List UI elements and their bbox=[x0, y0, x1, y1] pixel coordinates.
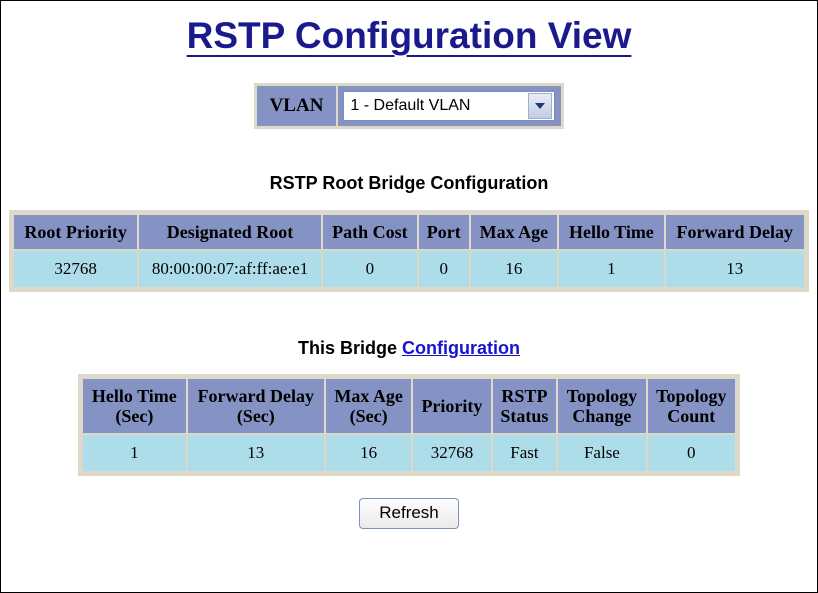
header-line-1: Hello Time bbox=[91, 386, 177, 407]
column-header-hello-time-sec: Hello Time (Sec) bbox=[83, 379, 186, 434]
header-line-2: (Sec) bbox=[115, 406, 154, 427]
header-line-1: Forward Delay bbox=[197, 386, 315, 407]
root-bridge-table: Root Priority Designated Root Path Cost … bbox=[12, 213, 806, 290]
header-line-1: Topology bbox=[656, 386, 727, 407]
header-line-2: Change bbox=[572, 406, 632, 427]
table-row: 1 13 16 32768 Fast False 0 bbox=[83, 435, 735, 472]
header-line-2: (Sec) bbox=[236, 406, 275, 427]
cell-forward-delay: 13 bbox=[187, 435, 324, 472]
column-header-priority: Priority bbox=[413, 379, 491, 434]
cell-forward-delay: 13 bbox=[665, 251, 804, 288]
table-header-row: Hello Time (Sec) Forward Delay (Sec) Max… bbox=[83, 379, 735, 434]
header-line-2: Status bbox=[500, 406, 549, 427]
refresh-button[interactable]: Refresh bbox=[359, 498, 459, 530]
cell-port: 0 bbox=[419, 251, 469, 288]
chevron-down-icon[interactable] bbox=[528, 93, 553, 119]
cell-max-age: 16 bbox=[470, 251, 558, 288]
this-bridge-heading: This Bridge Configuration bbox=[1, 338, 817, 359]
cell-max-age: 16 bbox=[325, 435, 412, 472]
cell-hello-time: 1 bbox=[559, 251, 664, 288]
column-header-path-cost: Path Cost bbox=[322, 215, 417, 250]
column-header-topology-change: Topology Change bbox=[558, 379, 646, 434]
header-line-2: Count bbox=[667, 406, 716, 427]
header-line-1: RSTP bbox=[501, 386, 548, 407]
cell-root-priority: 32768 bbox=[14, 251, 138, 288]
vlan-select[interactable]: 1 - Default VLAN bbox=[343, 91, 556, 121]
column-header-designated-root: Designated Root bbox=[139, 215, 321, 250]
column-header-forward-delay: Forward Delay bbox=[665, 215, 804, 250]
column-header-topology-count: Topology Count bbox=[647, 379, 735, 434]
header-line-1: Topology bbox=[566, 386, 638, 407]
cell-path-cost: 0 bbox=[322, 251, 417, 288]
vlan-selector-row: VLAN 1 - Default VLAN bbox=[1, 83, 817, 129]
this-bridge-table: Hello Time (Sec) Forward Delay (Sec) Max… bbox=[81, 377, 737, 474]
column-header-root-priority: Root Priority bbox=[14, 215, 138, 250]
table-header-row: Root Priority Designated Root Path Cost … bbox=[14, 215, 804, 250]
column-header-rstp-status: RSTP Status bbox=[492, 379, 557, 434]
header-line-2: (Sec) bbox=[349, 406, 388, 427]
vlan-select-value: 1 - Default VLAN bbox=[350, 97, 471, 114]
header-line-1: Priority bbox=[421, 396, 483, 417]
header-line-1: Max Age bbox=[334, 386, 403, 407]
table-row: 32768 80:00:00:07:af:ff:ae:e1 0 0 16 1 1… bbox=[14, 251, 804, 288]
root-bridge-heading: RSTP Root Bridge Configuration bbox=[269, 173, 549, 193]
column-header-forward-delay-sec: Forward Delay (Sec) bbox=[187, 379, 324, 434]
page-title: RSTP Configuration View bbox=[1, 1, 817, 57]
cell-topology-change: False bbox=[558, 435, 646, 472]
this-bridge-heading-text: This Bridge bbox=[298, 338, 403, 359]
button-row: Refresh bbox=[1, 498, 817, 530]
cell-designated-root: 80:00:00:07:af:ff:ae:e1 bbox=[139, 251, 321, 288]
cell-hello-time: 1 bbox=[83, 435, 186, 472]
column-header-hello-time: Hello Time bbox=[559, 215, 664, 250]
vlan-label: VLAN bbox=[256, 86, 339, 126]
cell-rstp-status: Fast bbox=[492, 435, 557, 472]
root-bridge-table-frame: Root Priority Designated Root Path Cost … bbox=[9, 210, 809, 293]
column-header-max-age-sec: Max Age (Sec) bbox=[325, 379, 412, 434]
cell-priority: 32768 bbox=[413, 435, 491, 472]
column-header-port: Port bbox=[419, 215, 469, 250]
page-title-text: RSTP Configuration View bbox=[186, 15, 632, 56]
vlan-selector-frame: VLAN 1 - Default VLAN bbox=[253, 83, 565, 129]
configuration-link[interactable]: Configuration bbox=[402, 338, 520, 359]
vlan-select-cell: 1 - Default VLAN bbox=[338, 86, 562, 126]
cell-topology-count: 0 bbox=[647, 435, 735, 472]
column-header-max-age: Max Age bbox=[470, 215, 558, 250]
this-bridge-table-frame: Hello Time (Sec) Forward Delay (Sec) Max… bbox=[78, 374, 740, 477]
